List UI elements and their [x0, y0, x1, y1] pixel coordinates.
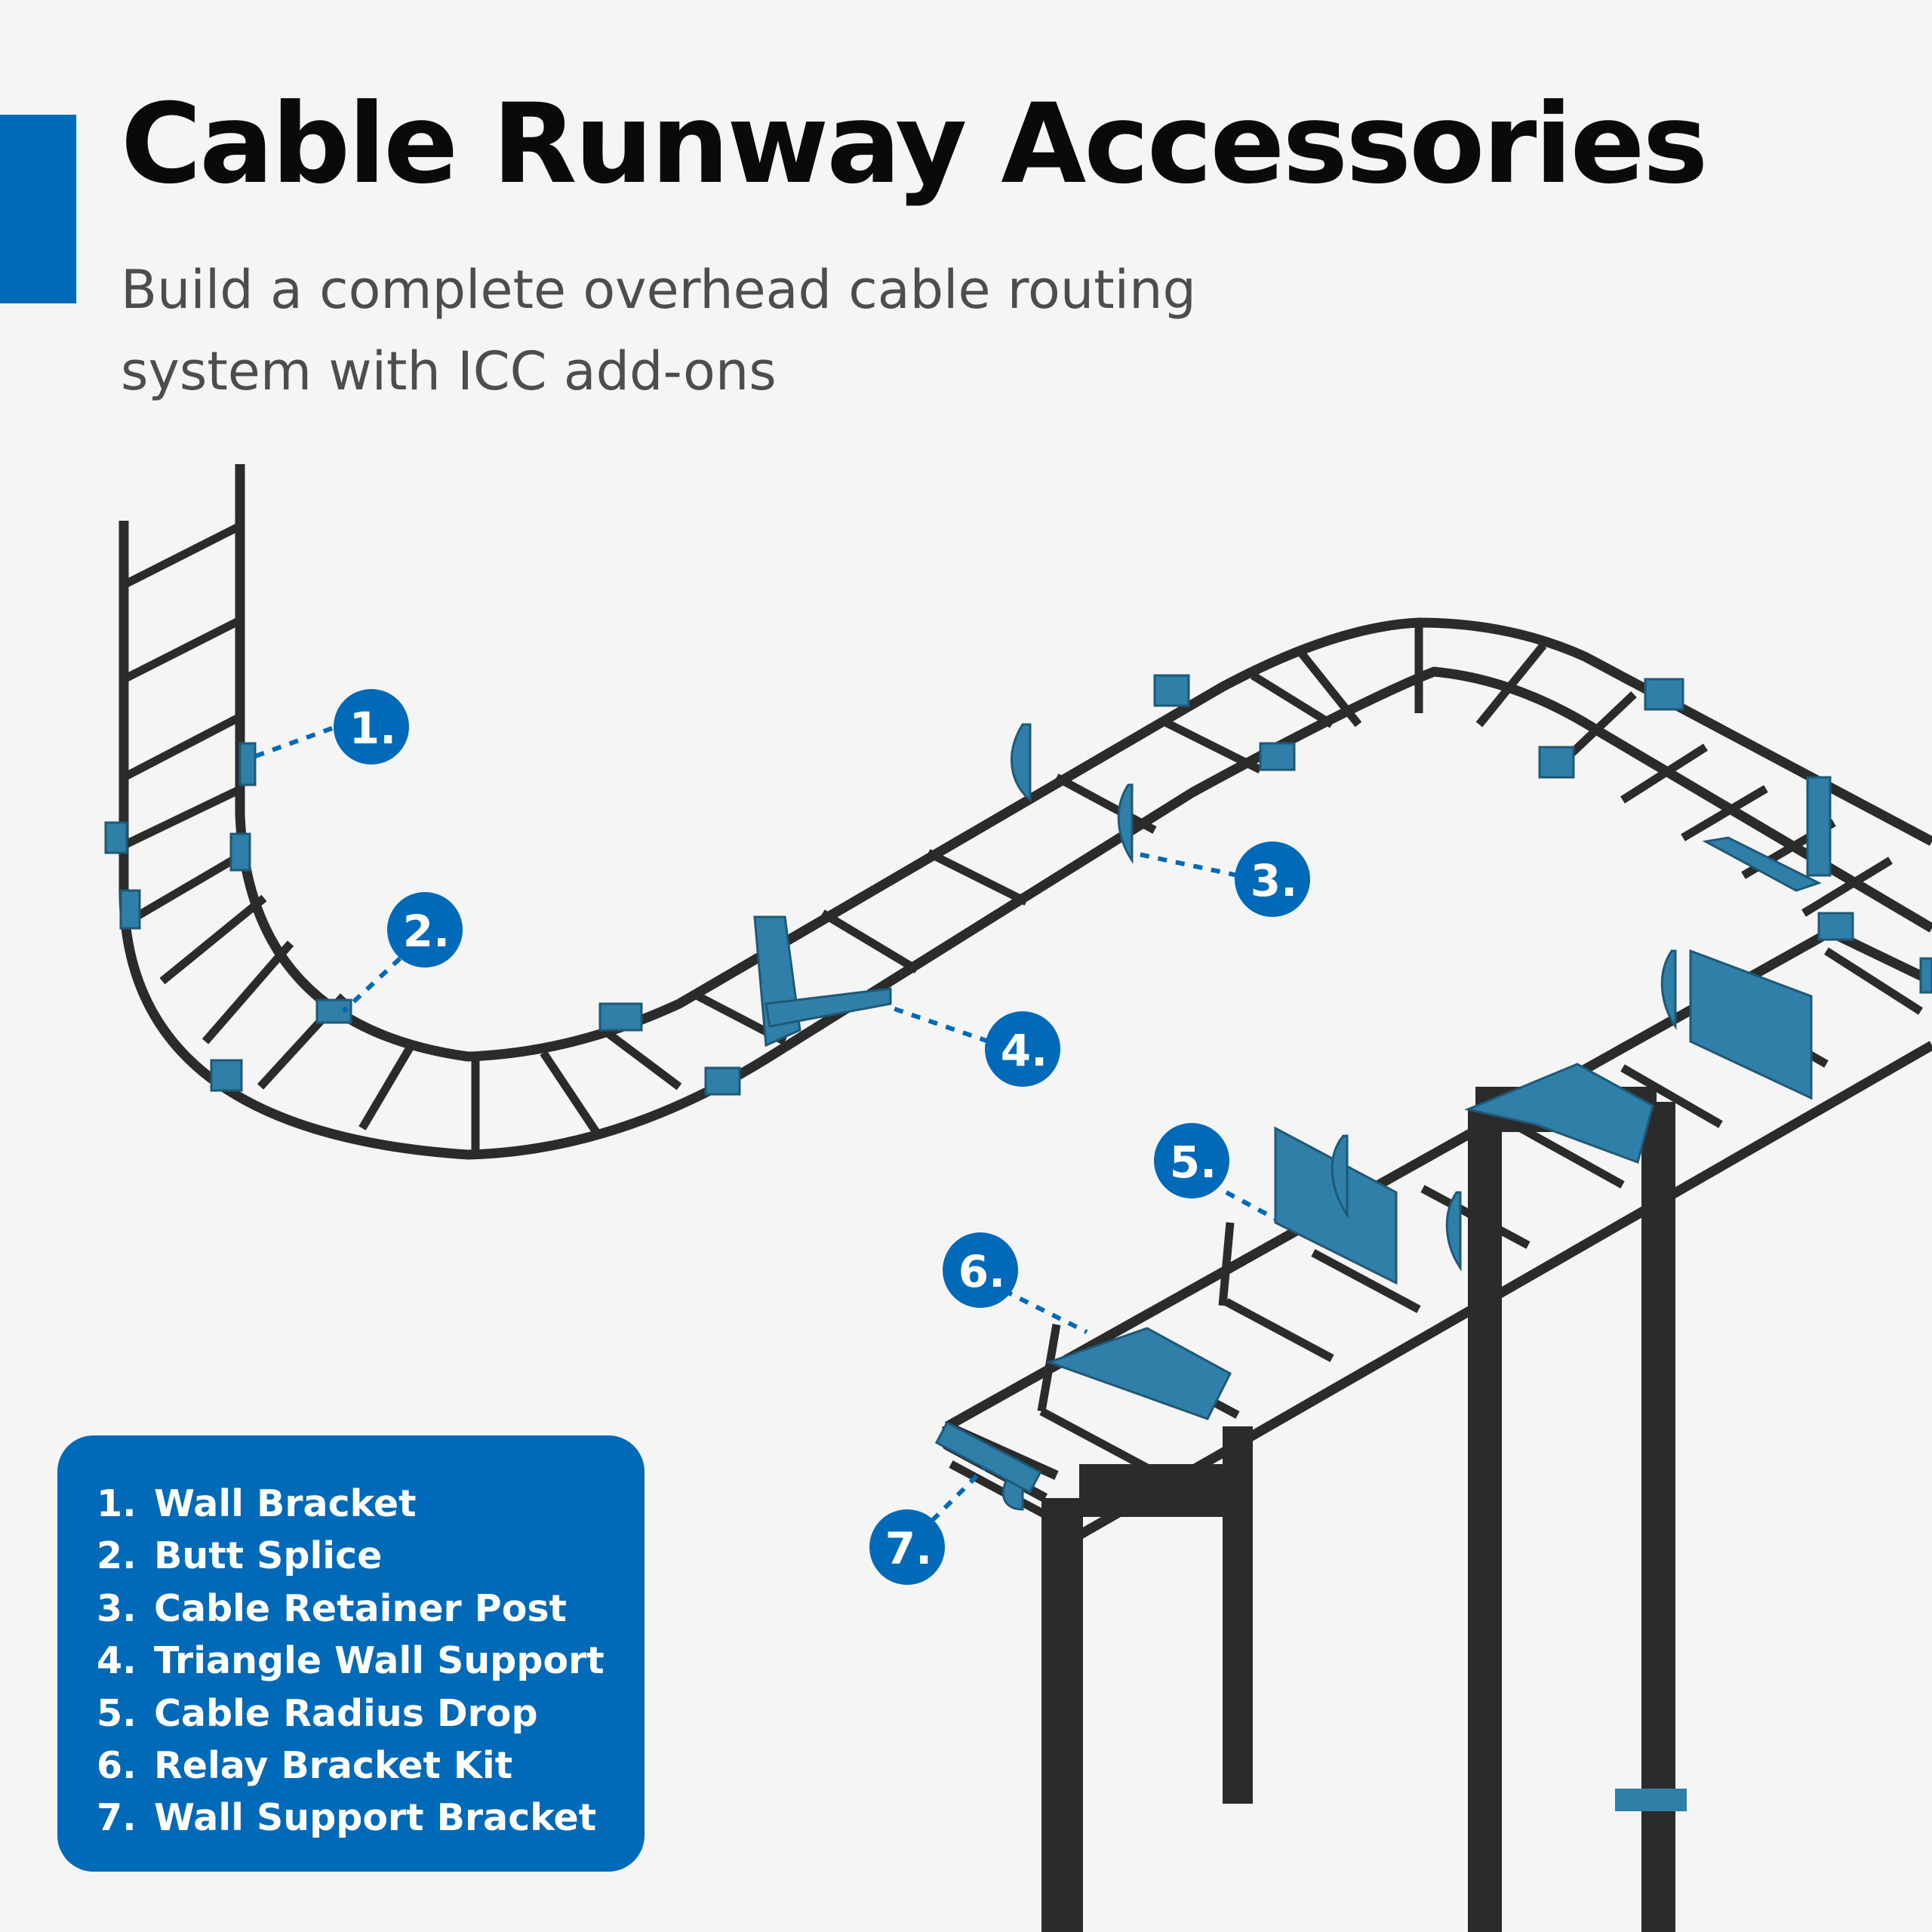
runway-accessories [104, 674, 1932, 1511]
callout-4-circle [985, 1011, 1060, 1087]
legend-item: 7. Wall Support Bracket [97, 1796, 645, 1848]
legend-item: 4. Triangle Wall Support [97, 1639, 645, 1691]
callout-2-number: 2. [403, 906, 450, 957]
legend-list: 1. Wall Bracket 2. Butt Splice 3. Cable Ret… [97, 1482, 645, 1849]
legend-item-label: Butt Splice [154, 1534, 383, 1578]
callout-leaders [248, 726, 1277, 1523]
callout-7-circle [869, 1509, 945, 1585]
legend-item-label: Cable Retainer Post [154, 1586, 567, 1630]
legend-item: 1. Wall Bracket [97, 1482, 645, 1534]
legend-item: 2. Butt Splice [97, 1534, 645, 1586]
legend-item-number: 5. [97, 1691, 137, 1735]
callouts: 1. 2. 3. 4. 5. 6. 7. [334, 689, 1310, 1585]
radius-drop-back [1689, 949, 1813, 1100]
callout-6-circle [943, 1232, 1018, 1308]
legend-item-label: Wall Bracket [154, 1482, 417, 1525]
callout-1-number: 1. [349, 703, 396, 754]
legend-item: 6. Relay Bracket Kit [97, 1744, 645, 1796]
callout-3-number: 3. [1251, 855, 1297, 906]
legend-item-label: Triangle Wall Support [154, 1639, 605, 1683]
legend-item-label: Cable Radius Drop [154, 1691, 538, 1735]
legend-item-number: 3. [97, 1586, 137, 1630]
callout-5-circle [1154, 1123, 1229, 1198]
callout-6-number: 6. [958, 1246, 1005, 1297]
retainer-posts [1011, 723, 1677, 1272]
accessory-legend: 1. Wall Bracket 2. Butt Splice 3. Cable Ret… [57, 1435, 645, 1872]
legend-item-number: 6. [97, 1743, 137, 1787]
callout-4-number: 4. [1001, 1025, 1048, 1076]
radius-drop-front [1274, 1126, 1398, 1285]
callout-2-circle [387, 892, 463, 968]
runway-rungs [122, 522, 1923, 1524]
legend-item-number: 1. [97, 1482, 137, 1525]
legend-item-number: 2. [97, 1534, 137, 1578]
legend-item: 3. Cable Retainer Post [97, 1587, 645, 1639]
legend-item-number: 4. [97, 1639, 137, 1683]
callout-7-number: 7. [885, 1523, 932, 1574]
legend-item: 5. Cable Radius Drop [97, 1692, 645, 1744]
callout-1-circle [334, 689, 409, 764]
callout-5-number: 5. [1170, 1137, 1217, 1188]
callout-3-circle [1235, 841, 1310, 917]
legend-item-number: 7. [97, 1796, 137, 1840]
page-subtitle: Build a complete overhead cable routing … [121, 259, 1196, 402]
legend-item-label: Relay Bracket Kit [154, 1743, 513, 1787]
legend-item-label: Wall Support Bracket [154, 1796, 597, 1840]
accent-bar [0, 115, 76, 303]
page-title: Cable Runway Accessories [121, 80, 1708, 208]
